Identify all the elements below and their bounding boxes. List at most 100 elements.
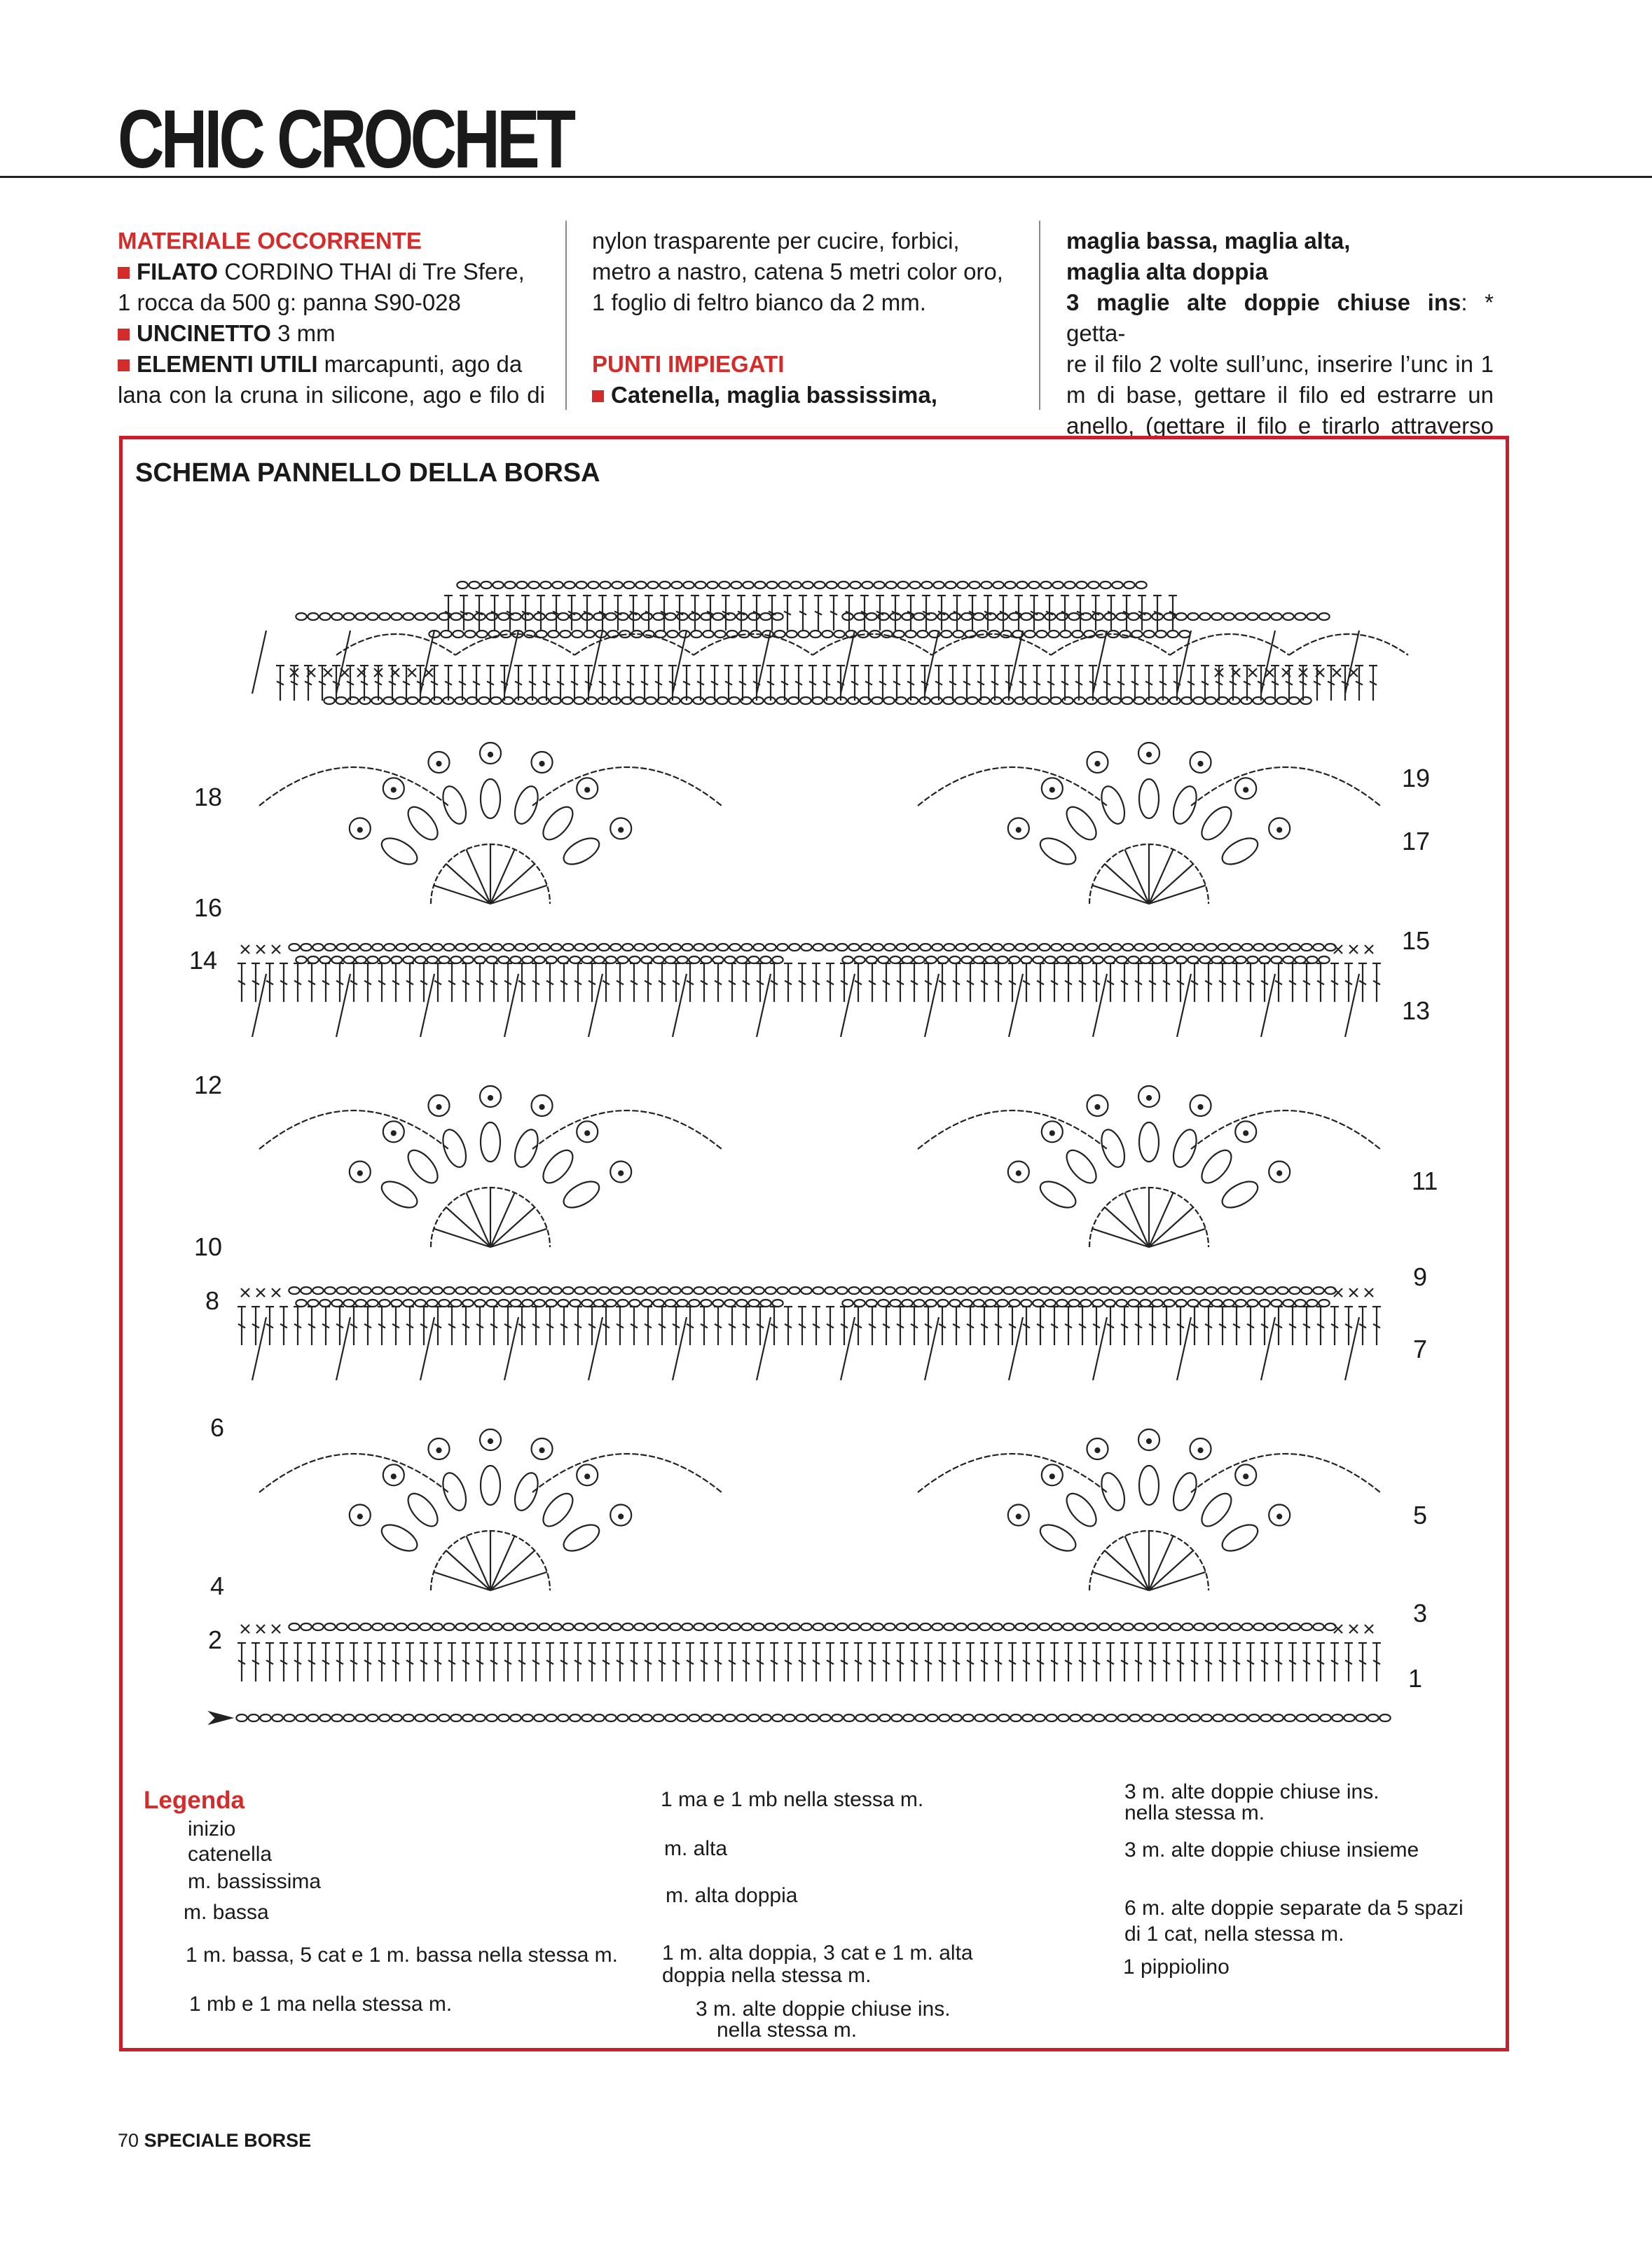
treble-bar [1260,1323,1269,1329]
chain-stitch [438,955,450,965]
chain-stitch [1151,1298,1164,1308]
fan-stitch [433,1227,491,1249]
sc-stitch [390,668,400,678]
treble-bar [504,1659,512,1665]
chain-arc [574,633,694,656]
treble-bar [644,1659,652,1665]
chain-stitch [1252,696,1265,706]
chain-stitch [295,1298,308,1308]
treble-bar [686,1323,694,1329]
fan-stitch [489,1535,516,1591]
chain-stitch [1122,1286,1134,1295]
treble-bar [714,1323,722,1329]
treble-bar [266,979,274,986]
treble-bar [994,1323,1003,1329]
chain-stitch [419,1286,432,1295]
treble-bar [1274,1323,1283,1329]
chain-stitch [859,696,872,706]
cluster-stitch [380,1524,418,1552]
chain-stitch [1061,696,1074,706]
chain-stitch [940,629,953,639]
sc-stitch [1364,1288,1374,1298]
chain-stitch [1026,1286,1039,1295]
treble-bar [318,680,326,686]
chain-stitch [550,942,563,952]
chain-stitch [984,612,997,621]
treble-bar [966,979,975,986]
chain-stitch [712,1298,724,1308]
chain-stitch [1002,696,1014,706]
chain-stitch [1187,1298,1199,1308]
chain-stitch [359,1286,372,1295]
picot-dot [1276,1513,1283,1520]
chain-stitch [1032,955,1045,965]
chain-stitch [1110,942,1122,952]
stitches-heading: PUNTI IMPIEGATI [592,351,785,377]
treble-bar [567,610,576,616]
chain-stitch [877,955,890,965]
chain-stitch [938,1713,951,1723]
chain-stitch [288,942,301,952]
chain-stitch [450,612,462,621]
chain-arc [1190,1109,1381,1150]
treble-bar [472,680,481,686]
treble-bar [504,1323,512,1329]
chain-stitch [1003,1286,1015,1295]
picot-dot [1049,1473,1055,1480]
treble-bar [952,1323,961,1329]
chain-stitch [943,942,956,952]
chain-stitch [319,1713,331,1723]
chain-stitch [623,580,635,590]
chain-stitch [430,696,443,706]
chain-stitch [984,955,997,965]
picot-dot [539,1447,545,1454]
chain-stitch [1109,696,1122,706]
treble-bar [238,979,246,986]
stitch-line [251,630,268,694]
chain-stitch [928,629,941,639]
cluster-stitch [479,778,502,820]
treble-bar [430,680,439,686]
chain-stitch [586,1622,598,1632]
treble-bar [532,1659,540,1665]
treble-bar [770,979,778,986]
chain-stitch [1000,629,1012,639]
chain-stitch [724,955,736,965]
fan-arc [429,843,551,905]
treble-bar [1162,979,1171,986]
fan-arc [1088,1186,1210,1248]
treble-bar [882,1659,890,1665]
chain-stitch [919,1622,932,1632]
chain-stitch [954,696,967,706]
treble-bar [1288,979,1297,986]
treble-bar [322,1659,330,1665]
chain-stitch [343,955,355,965]
chain-stitch [841,1298,854,1308]
chain-stitch [545,1298,558,1308]
cluster-stitch [442,1129,467,1168]
treble-bar [691,610,699,616]
treble-bar [336,979,344,986]
chain-stitch [979,1622,991,1632]
chain-stitch [1074,1622,1087,1632]
treble-bar [1103,680,1111,686]
treble-bar [1162,1323,1171,1329]
treble-bar [991,680,999,686]
chain-stitch [979,1286,991,1295]
chain-stitch [1044,955,1056,965]
chain-stitch [652,955,665,965]
treble-bar [737,610,745,616]
treble-bar [252,979,260,986]
chain-stitch [514,696,526,706]
treble-bar [238,1659,246,1665]
chain-stitch [1178,629,1191,639]
chain-stitch [1068,1298,1080,1308]
chain-stitch [729,1622,741,1632]
picot-stitch [1007,1160,1030,1183]
sc-stitch [373,668,383,678]
chain-stitch [1312,942,1325,952]
chain-stitch [893,629,905,639]
picot-dot [436,1447,442,1454]
chain-stitch [438,1298,450,1308]
chain-stitch [336,942,348,952]
